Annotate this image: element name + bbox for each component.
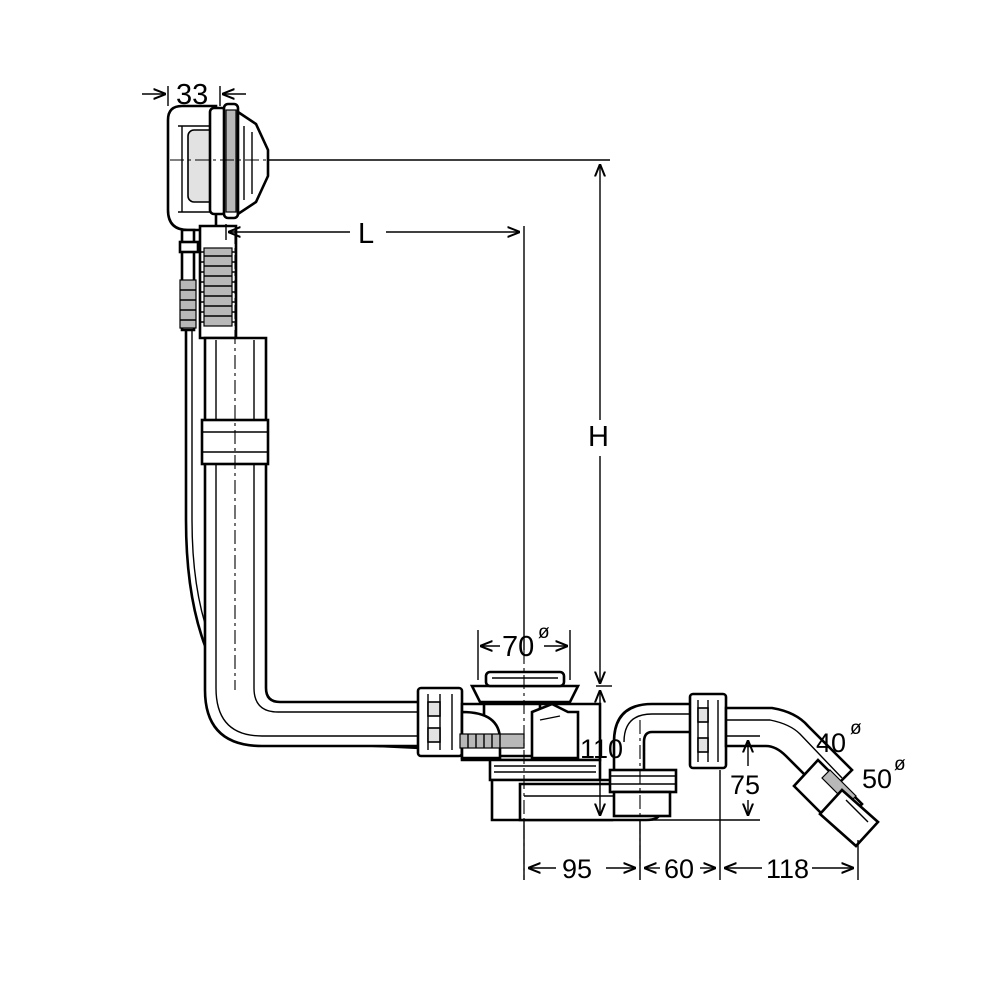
corrugated-bellows: [200, 247, 236, 327]
dim-overflow-width-label: 33: [176, 79, 208, 111]
dim-body-height-label: 110: [580, 734, 623, 764]
dim-trap-height-label: 75: [730, 770, 760, 800]
outlet-pipe-45: [724, 706, 880, 848]
flexible-hose: [178, 224, 238, 340]
trap-riser: [608, 702, 702, 880]
cable-bellows: [179, 279, 197, 329]
dim-pipe-40-label: 40: [816, 728, 846, 758]
standpipe: [184, 230, 422, 750]
pipe-union-nut-right: [688, 692, 728, 770]
dim-outlet-diameter-label: 70: [502, 631, 534, 663]
dim-length-label: L: [358, 218, 374, 250]
dim-outlet-diameter-symbol: ø: [538, 622, 550, 643]
dim-pipe-50-symbol: ø: [894, 754, 906, 775]
dim-pipe-50-label: 50: [862, 764, 892, 794]
pipe-union-nut-left: [416, 686, 464, 758]
dim-95-label: 95: [562, 854, 592, 884]
overflow-head: [166, 102, 280, 232]
dim-118-label: 118: [766, 854, 809, 884]
dimensions: 33 H L 70 ø 110 75: [142, 79, 906, 884]
dim-pipe-40-symbol: ø: [850, 718, 862, 739]
dim-height-label: H: [588, 421, 609, 453]
dim-60-label: 60: [664, 854, 694, 884]
